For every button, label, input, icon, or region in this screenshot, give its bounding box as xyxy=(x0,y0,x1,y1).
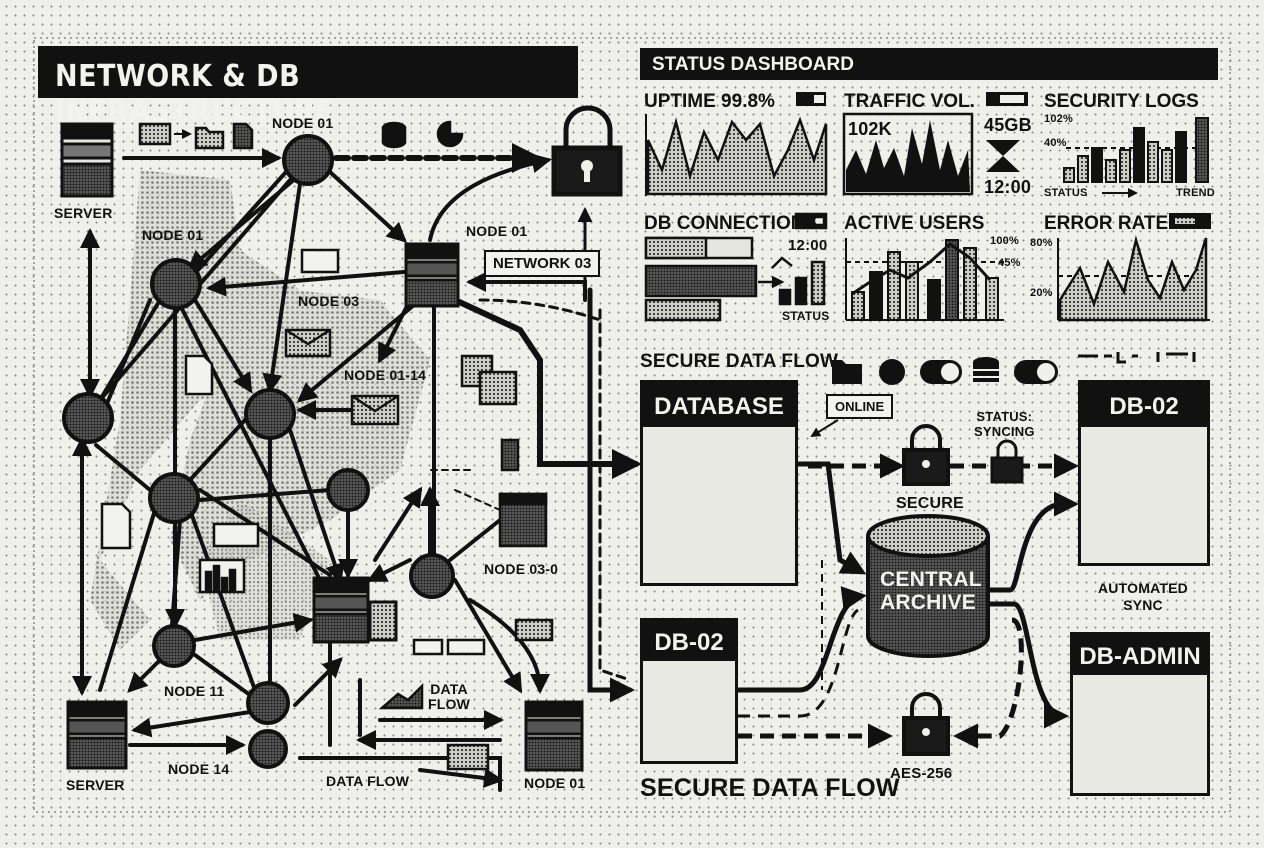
security-logs-trend: TREND xyxy=(1176,187,1215,199)
node-label: NODE 01 xyxy=(142,227,204,243)
security-logs-title: SECURITY LOGS xyxy=(1044,91,1199,112)
server-icon-bottom xyxy=(66,700,128,770)
security-logs-status: STATUS xyxy=(1044,187,1088,199)
secure-flow-toolbar xyxy=(832,352,1196,385)
status-syncing-label: STATUS: SYNCING xyxy=(974,409,1035,439)
central-archive-cylinder xyxy=(866,514,990,658)
node-label: NODE 01 xyxy=(466,223,528,239)
online-status-badge: ONLINE xyxy=(826,394,894,419)
traffic-title: TRAFFIC VOL. xyxy=(844,91,975,112)
data-flow-label: DATA FLOW xyxy=(428,681,471,713)
lock-icon-secure xyxy=(902,424,950,486)
active-users-ytop: 100% xyxy=(990,235,1019,247)
traffic-time: 12:00 xyxy=(984,177,1032,197)
db02-right-box: DB-02 xyxy=(1078,380,1210,566)
lock-icon-aes xyxy=(902,692,950,756)
lock-icon-large xyxy=(551,105,623,197)
traffic-chart xyxy=(842,92,1028,196)
server-label: SERVER xyxy=(54,205,113,221)
node-label: NODE 11 xyxy=(164,683,225,699)
secure-flow-arrows xyxy=(738,419,1079,749)
db02-right-title: DB-02 xyxy=(1109,393,1179,420)
error-rate-ymid: 20% xyxy=(1030,287,1053,299)
node-label: NODE 03 xyxy=(298,293,360,309)
aes-label: AES-256 xyxy=(890,765,953,782)
outer-frame xyxy=(33,37,1231,813)
db-connections-time: 12:00 xyxy=(788,237,828,254)
central-archive-label: CENTRAL ARCHIVE xyxy=(880,568,982,615)
db-admin-title: DB-ADMIN xyxy=(1079,643,1201,670)
server-icon-node03 xyxy=(404,242,460,308)
secure-flow-footer: SECURE DATA FLOW xyxy=(640,774,900,802)
security-logs-ytop: 102% xyxy=(1044,113,1073,125)
data-flow-label: DATA FLOW xyxy=(326,773,410,789)
traffic-value: 102K xyxy=(848,119,892,139)
node-label: NODE 01-14 xyxy=(344,367,427,383)
security-logs-chart xyxy=(1063,117,1210,198)
active-users-title: ACTIVE USERS xyxy=(844,213,985,234)
traffic-gb: 45GB xyxy=(984,115,1032,135)
db-admin-box: DB-ADMIN xyxy=(1070,632,1210,796)
dashboard-title: STATUS DASHBOARD xyxy=(652,54,854,75)
node-label: NODE 03-0 xyxy=(484,561,559,577)
node-label: NODE 01 xyxy=(272,115,334,131)
server-label: SERVER xyxy=(66,777,125,793)
security-logs-ymid: 40% xyxy=(1044,137,1067,149)
page-title: NETWORK & DB INFRASTRUCTURE xyxy=(55,59,335,129)
database-box: DATABASE xyxy=(640,380,798,586)
db02-left-box: DB-02 xyxy=(640,618,738,764)
server-icon-node01-bottom xyxy=(524,700,584,772)
uptime-chart xyxy=(645,92,828,196)
status-dashboard-header: STATUS DASHBOARD xyxy=(640,48,1218,80)
lock-icon-syncing xyxy=(990,439,1024,484)
db-connections-status: STATUS xyxy=(782,309,830,323)
active-users-ymid: 45% xyxy=(998,257,1021,269)
node-label: NODE 14 xyxy=(168,761,230,777)
main-title-banner: NETWORK & DB INFRASTRUCTURE xyxy=(38,46,578,129)
error-rate-ytop: 80% xyxy=(1030,237,1053,249)
database-title: DATABASE xyxy=(654,393,784,420)
db-connections-title: DB CONNECTIONS xyxy=(644,213,818,234)
network-small-icons xyxy=(100,120,554,771)
db-connections-chart xyxy=(644,212,828,322)
server-icon-top xyxy=(60,122,114,198)
network-03-tag: NETWORK 03 xyxy=(484,250,601,277)
error-rate-title: ERROR RATE xyxy=(1044,213,1169,234)
error-rate-chart xyxy=(1057,213,1211,322)
uptime-title: UPTIME 99.8% xyxy=(644,91,775,112)
secure-label: SECURE xyxy=(896,495,964,512)
active-users-chart xyxy=(845,238,1004,321)
automated-sync-label: AUTOMATED SYNC xyxy=(1098,580,1188,613)
node-label: NODE 01 xyxy=(524,775,586,791)
db02-left-title: DB-02 xyxy=(654,629,724,656)
secure-flow-title: SECURE DATA FLOW xyxy=(640,351,839,372)
network-nodes xyxy=(62,134,455,769)
server-icon-center xyxy=(312,576,398,644)
